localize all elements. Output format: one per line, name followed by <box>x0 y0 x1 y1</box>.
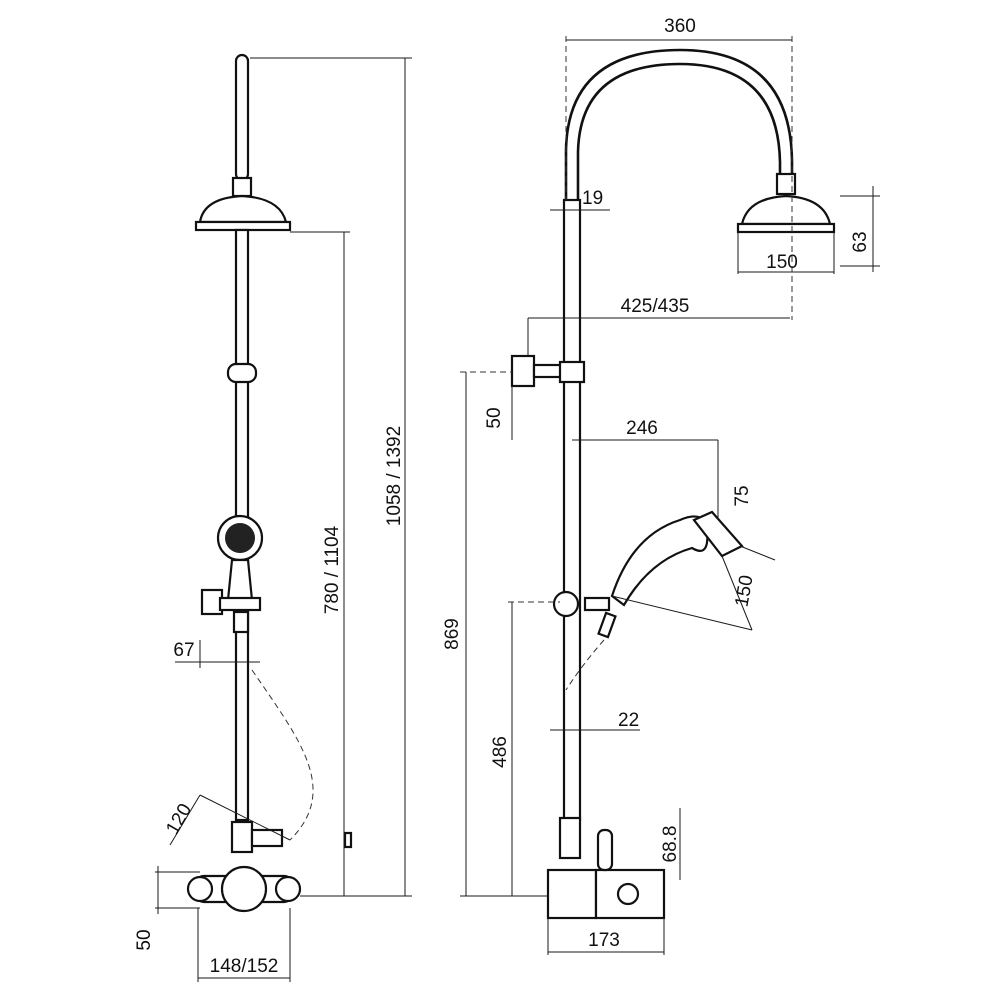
side-wall-bracket <box>510 354 536 388</box>
front-handset-handle <box>226 558 254 602</box>
side-shower-head-rim <box>736 222 836 234</box>
front-view <box>186 53 353 913</box>
front-valve-stem <box>230 820 254 854</box>
label-arm-diameter: 19 <box>582 188 603 209</box>
side-hose <box>565 639 605 691</box>
label-height-486: 486 <box>490 736 511 768</box>
label-hose-angle-120: 120 <box>162 800 196 838</box>
side-riser <box>562 198 582 822</box>
label-handset-diameter: 75 <box>732 485 753 506</box>
front-valve-right-cap <box>274 875 302 903</box>
side-bracket-clamp <box>558 360 586 384</box>
side-diverter <box>552 590 580 618</box>
front-small-mark <box>343 831 353 849</box>
label-height-780-1104: 780 / 1104 <box>322 525 343 614</box>
front-handset-face <box>225 523 255 553</box>
side-arched-arm-inner <box>576 62 782 200</box>
front-dimensions <box>155 57 412 982</box>
side-head-connector <box>775 172 797 196</box>
front-shower-head-rim <box>194 220 292 232</box>
label-centres: 148/152 <box>210 956 279 977</box>
label-wall-bracket-diameter: 50 <box>484 407 505 428</box>
front-head-connector <box>231 176 253 198</box>
label-top-width: 360 <box>664 16 696 37</box>
label-outlet-diameter: 50 <box>134 929 155 950</box>
side-handset-outlet <box>597 611 617 639</box>
label-head-diameter: 150 <box>766 252 798 273</box>
side-handset-head <box>692 510 744 558</box>
side-view <box>510 48 836 920</box>
side-valve-lever <box>596 828 614 872</box>
label-handset-length: 150 <box>731 574 757 609</box>
front-valve-elbow <box>250 828 284 848</box>
side-valve-stem <box>558 816 582 860</box>
front-valve-center <box>220 865 268 913</box>
side-handset-body <box>610 515 709 607</box>
side-arched-arm-outer <box>564 48 794 200</box>
front-slider-clip <box>226 362 258 384</box>
side-valve-knob <box>616 882 640 906</box>
side-valve-body <box>546 868 598 920</box>
front-shower-head <box>198 194 288 224</box>
front-outlet <box>232 610 250 634</box>
side-shower-head <box>740 194 832 226</box>
side-handset-holder <box>583 596 611 612</box>
front-valve-left-cap <box>186 875 214 903</box>
label-arm-reach: 425/435 <box>621 296 690 317</box>
label-valve-diameter: 68.8 <box>660 826 681 863</box>
label-height-1058-1392: 1058 / 1392 <box>384 426 405 526</box>
label-height-869: 869 <box>442 618 463 650</box>
front-riser-top <box>234 53 250 182</box>
label-riser-diameter: 22 <box>618 710 639 731</box>
label-valve-depth: 173 <box>588 930 620 951</box>
front-hose <box>251 669 314 841</box>
label-offset-67: 67 <box>173 640 194 661</box>
label-head-height: 63 <box>850 231 871 252</box>
label-handset-reach: 246 <box>626 418 658 439</box>
side-dimensions <box>460 36 880 955</box>
front-diverter-body <box>218 596 262 612</box>
